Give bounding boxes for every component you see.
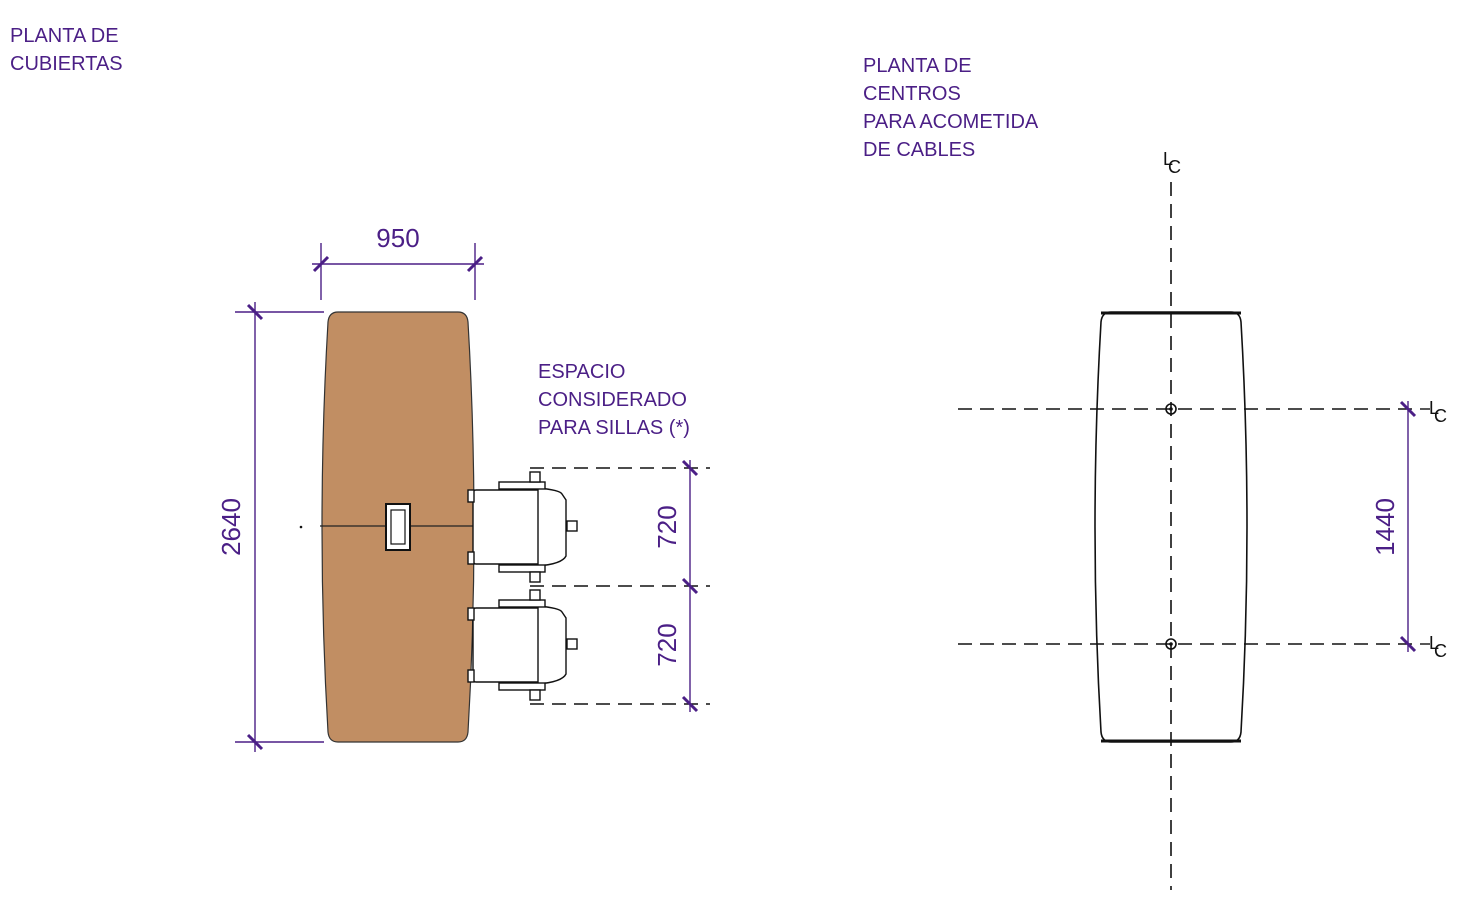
centerline-mark-right-top-l: L — [1429, 398, 1439, 418]
chair-note: ESPACIO CONSIDERADO PARA SILLAS (*) — [538, 361, 690, 439]
centers-tick-bottom — [1399, 635, 1417, 653]
chair-note-line-2: CONSIDERADO — [538, 389, 687, 411]
chair-2-seat — [472, 607, 542, 683]
left-plan-title: PLANTA DE CUBIERTAS — [10, 25, 123, 75]
chair-1-armrest-bottom — [498, 564, 546, 573]
chair-tick-top — [681, 459, 699, 477]
chair-spacing-text-1: 720 — [652, 505, 682, 548]
chair-1-lever — [566, 520, 578, 532]
centers-dim-text: 1440 — [1370, 498, 1400, 556]
chair-tick-bottom — [681, 695, 699, 713]
chair-2-front-leg-top — [467, 607, 475, 621]
right-title-line-4: DE CABLES — [863, 139, 975, 161]
cable-center-bottom-circle — [1165, 638, 1177, 650]
cable-center-top-dot — [1169, 407, 1173, 411]
chair-note-line-3: PARA SILLAS (*) — [538, 417, 690, 439]
left-title-line-2: CUBIERTAS — [10, 53, 123, 75]
cable-center-bottom-dot — [1169, 642, 1173, 646]
chair-1-front-leg-top — [467, 489, 475, 503]
chair-1-back — [537, 487, 567, 567]
centerline-mark-top-c: C — [1168, 157, 1181, 177]
width-dim-text: 950 — [376, 223, 419, 253]
length-tick-bottom — [246, 733, 264, 751]
right-plan-title: PLANTA DE CENTROS PARA ACOMETIDA DE CABL… — [863, 55, 1039, 161]
chair-2 — [467, 589, 578, 701]
chair-tick-middle — [681, 577, 699, 595]
chair-2-caster-bottom — [529, 689, 541, 701]
chair-note-line-1: ESPACIO — [538, 361, 625, 383]
width-tick-right — [466, 255, 484, 273]
table-top — [299, 311, 476, 743]
centers-tick-top — [1399, 400, 1417, 418]
width-tick-left — [312, 255, 330, 273]
chair-1-caster-bottom — [529, 571, 541, 583]
centers-dimension: 1440 — [1370, 400, 1430, 653]
cable-center-top — [1165, 403, 1177, 415]
chair-2-front-leg-bottom — [467, 669, 475, 683]
chair-2-back — [537, 605, 567, 685]
right-title-line-2: CENTROS — [863, 83, 961, 105]
cable-center-top-circle — [1165, 403, 1177, 415]
centerline-mark-right-top: L C — [1429, 398, 1447, 426]
center-dot — [299, 525, 303, 529]
chair-1 — [467, 471, 578, 583]
right-title-line-1: PLANTA DE — [863, 55, 972, 77]
right-title-line-3: PARA ACOMETIDA — [863, 111, 1039, 133]
chair-2-caster-top — [529, 589, 541, 601]
length-dim-text: 2640 — [216, 498, 246, 556]
length-tick-top — [246, 303, 264, 321]
chair-spacing-text-2: 720 — [652, 623, 682, 666]
left-title-line-1: PLANTA DE — [10, 25, 119, 47]
chair-2-lever — [566, 638, 578, 650]
chair-1-seat — [472, 489, 542, 565]
chair-1-caster-top — [529, 471, 541, 483]
width-dimension: 950 — [312, 223, 484, 300]
centerline-mark-right-bottom-l: L — [1429, 633, 1439, 653]
centerline-mark-right-bottom: L C — [1429, 633, 1447, 661]
centerline-mark-right-bottom-c: C — [1434, 641, 1447, 661]
length-dimension: 2640 — [216, 302, 324, 752]
chair-2-armrest-bottom — [498, 682, 546, 691]
centerline-mark-top-l: L — [1163, 149, 1173, 169]
centerline-mark-right-top-c: C — [1434, 406, 1447, 426]
chair-spacing-dimension: 720 720 — [530, 459, 710, 713]
chair-1-front-leg-bottom — [467, 551, 475, 565]
centerline-mark-top: L C — [1163, 149, 1181, 177]
chair-1-armrest-top — [498, 481, 546, 490]
cable-box-inner — [390, 509, 406, 545]
cable-center-bottom — [1165, 638, 1177, 650]
chair-2-armrest-top — [498, 599, 546, 608]
